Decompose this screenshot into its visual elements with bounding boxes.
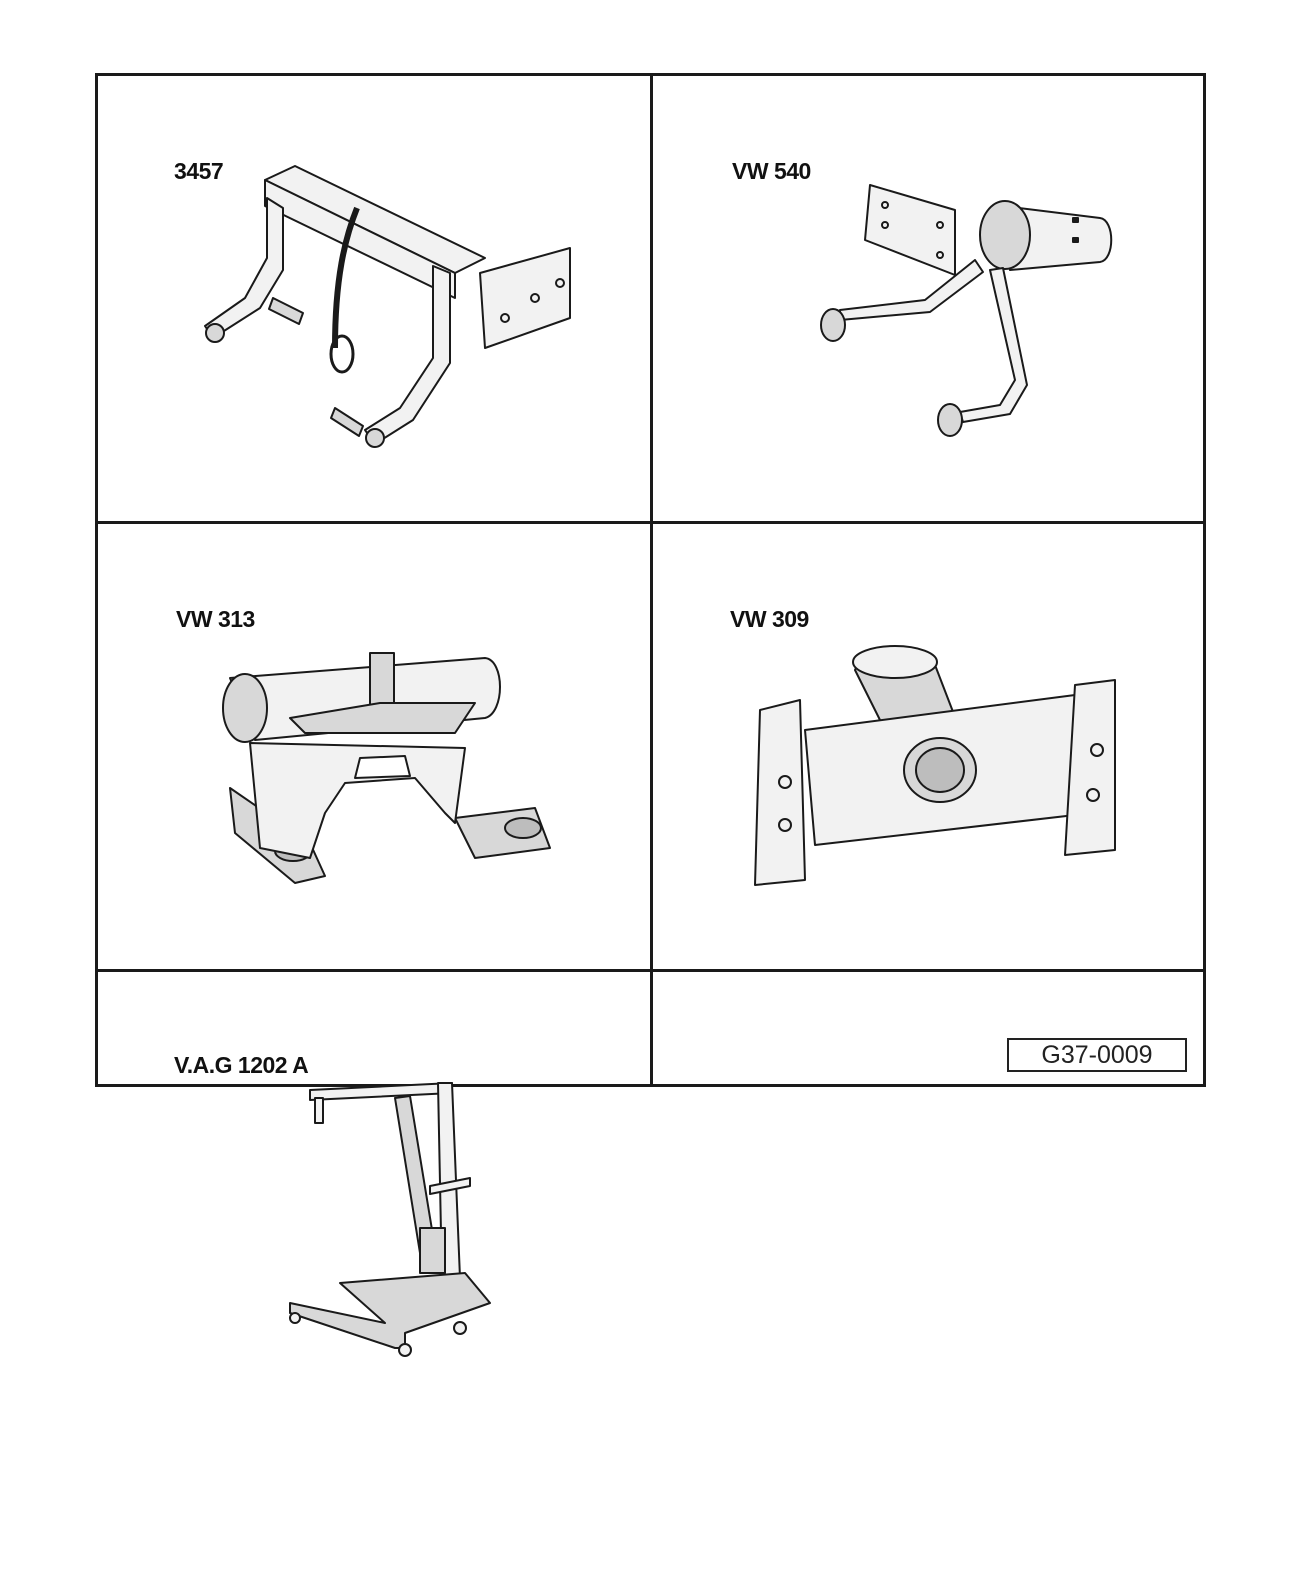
tool-illustration-vw313 [215, 648, 560, 888]
grid-divider-horizontal-1 [98, 521, 1203, 524]
tool-label-3457: 3457 [174, 158, 224, 184]
tool-label-vw309: VW 309 [730, 606, 809, 632]
grid-divider-horizontal-2 [98, 969, 1203, 972]
tool-illustration-3457 [185, 158, 585, 463]
grid-divider-vertical [650, 76, 653, 1084]
tool-illustration-vw540 [815, 180, 1125, 450]
tool-illustration-vag1202a [270, 1078, 500, 1368]
tool-grid-frame [95, 73, 1206, 1087]
figure-code-box: G37-0009 [1007, 1038, 1187, 1072]
tool-label-vw313: VW 313 [176, 606, 255, 632]
tool-label-vw540: VW 540 [732, 158, 811, 184]
tool-label-vag1202a: V.A.G 1202 A [174, 1052, 309, 1078]
tool-illustration-vw309 [745, 640, 1130, 895]
figure-code: G37-0009 [1041, 1040, 1153, 1069]
